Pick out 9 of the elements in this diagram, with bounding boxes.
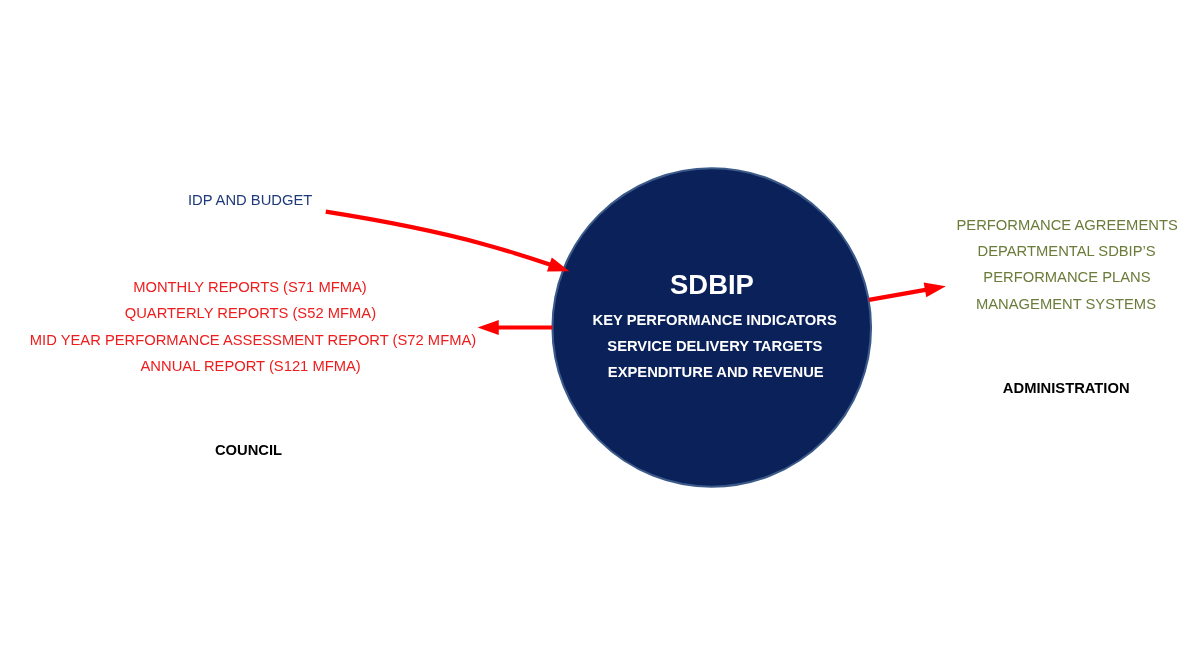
node-circle: SDBIP KEY PERFORMANCE INDICATORS SERVICE DELIVERY TARGETS EXPENDITURE AND REVENUE xyxy=(551,167,873,488)
arrow xyxy=(325,209,570,272)
node-text: MONTHLY REPORTS (S71 MFMA) QUARTERLY REPORTS (S52 MFMA) MID YEAR PERFORMANCE ASSESSMENT REPORT (S72 MFMA) ANNUAL REPORT (S121 MFMA) xyxy=(29,278,477,374)
label: COUNCIL xyxy=(214,441,283,458)
label: ADMINISTRATION xyxy=(1002,379,1130,396)
node-text: PERFORMANCE AGREEMENTS DEPARTMENTAL SDBIP’S PERFORMANCE PLANS MANAGEMENT SYSTEMS xyxy=(956,216,1178,312)
arrow xyxy=(868,282,946,302)
arrow xyxy=(477,320,553,335)
node-text: IDP AND BUDGET xyxy=(188,192,313,209)
